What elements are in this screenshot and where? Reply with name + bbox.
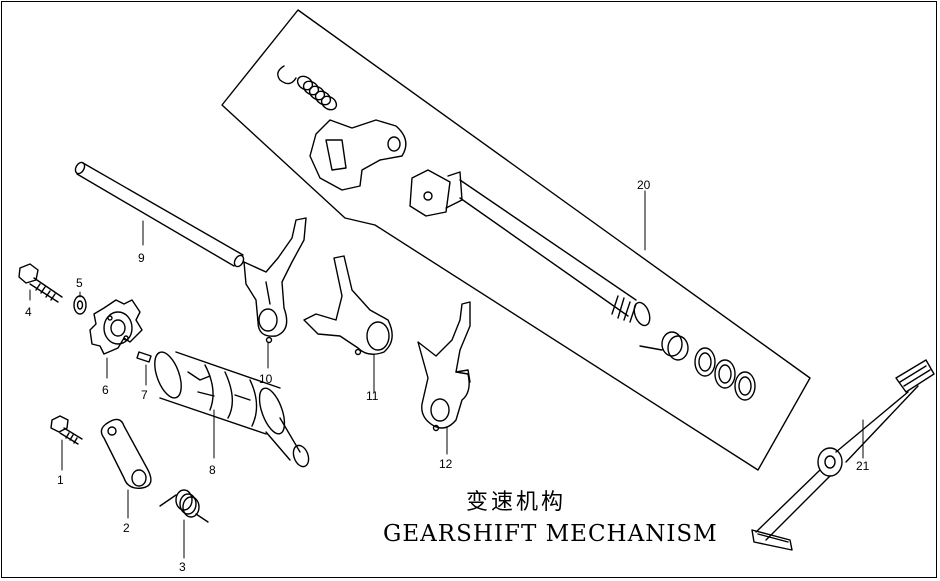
spring-part-3 [159, 489, 209, 523]
assembly-outline [221, 9, 811, 471]
callout-11: 11 [366, 389, 379, 403]
callout-6: 6 [102, 383, 109, 397]
shift-rod-part-9 [74, 161, 245, 268]
callout-7: 7 [141, 388, 148, 402]
callout-4: 4 [25, 305, 32, 319]
leader-lines [29, 190, 864, 559]
shift-drum-part-8 [154, 351, 310, 468]
callout-8: 8 [209, 463, 216, 477]
callout-21: 21 [856, 459, 870, 473]
gearshift-shaft-part-20 [277, 65, 756, 401]
washer-part-5 [73, 295, 87, 315]
callout-numbers: 9 4 5 6 7 8 1 2 3 10 11 12 20 21 [25, 178, 870, 574]
shift-fork-part-11 [303, 255, 393, 356]
callout-10: 10 [259, 372, 273, 386]
gearshift-pedal-part-21 [751, 359, 935, 551]
shift-fork-part-10 [243, 217, 307, 344]
callout-20: 20 [637, 178, 651, 192]
bolt-part-1 [50, 415, 83, 445]
callout-3: 3 [179, 560, 186, 574]
stopper-arm-part-2 [100, 418, 152, 489]
callout-12: 12 [439, 457, 453, 471]
callout-5: 5 [76, 276, 83, 290]
bolt-part-4 [18, 263, 63, 303]
callout-2: 2 [123, 521, 130, 535]
cam-plate-part-6 [89, 299, 143, 355]
shift-fork-part-12 [417, 301, 471, 432]
title-english: GEARSHIFT MECHANISM [383, 521, 718, 547]
pin-part-7 [136, 351, 152, 363]
callout-9: 9 [138, 251, 145, 265]
callout-1: 1 [57, 473, 64, 487]
title-chinese: 变速机构 [466, 490, 567, 515]
